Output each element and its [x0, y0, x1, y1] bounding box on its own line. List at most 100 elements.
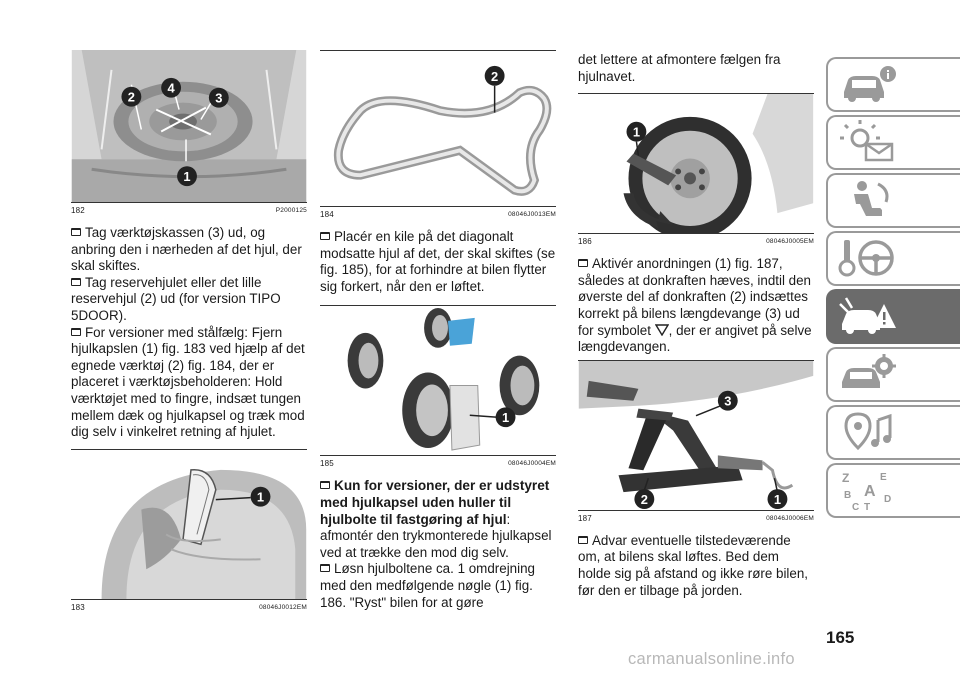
step-paragraph: Aktivér anordningen (1) fig. 187, sålede…: [578, 256, 812, 355]
figure-divider: [320, 50, 556, 51]
svg-text:2: 2: [128, 90, 135, 105]
continued-paragraph: det lettere at afmontere fælgen fra hjul…: [578, 52, 781, 84]
tab-index[interactable]: Z E A B C T D: [826, 463, 960, 518]
key-steering-wheel-icon: [838, 240, 894, 277]
section-heading: Kun for versioner, der er udstyret med h…: [320, 478, 550, 527]
figure-186-caption: 186 08046J0005EM: [578, 237, 814, 246]
step-box-icon: [320, 564, 330, 573]
loosen-bolts-illustration: 1: [578, 94, 814, 234]
svg-text:2: 2: [491, 69, 498, 84]
navigation-music-icon: [844, 412, 892, 451]
figure-182-caption: 182 P2000125: [71, 206, 307, 215]
figure-number: 184: [320, 210, 334, 219]
figure-182-trunk-spare-wheel: 2 4 3 1: [71, 50, 307, 203]
callout-1: 1: [177, 166, 197, 187]
figure-185-caption: 185 08046J0004EM: [320, 459, 556, 468]
figure-divider: [578, 93, 814, 95]
column-1: 2 4 3 1 182 P2000125 Tag værktøjskassen …: [71, 50, 307, 622]
section-heading-paragraph: Kun for versioner, der er udstyret med h…: [320, 478, 552, 560]
tab-maintenance[interactable]: [826, 347, 960, 402]
svg-text:1: 1: [257, 489, 264, 504]
step-box-icon: [578, 259, 588, 268]
callout-1: 1: [495, 407, 516, 428]
scissor-jack-illustration: 3 2 1: [578, 360, 814, 510]
jack-point-triangle-icon: [654, 323, 669, 336]
svg-text:1: 1: [774, 492, 781, 507]
figure-code: 08046J0012EM: [259, 603, 307, 611]
step-paragraph: Tag værktøjskassen (3) ud, og anbring de…: [71, 225, 302, 274]
svg-text:4: 4: [168, 81, 176, 96]
svg-text:3: 3: [724, 393, 731, 408]
step-paragraph: Placér en kile på det diagonalt modsatte…: [320, 229, 556, 294]
wheel-front-left: [402, 372, 481, 451]
figure-divider: [320, 305, 556, 307]
figure-number: 185: [320, 459, 334, 469]
column-2: 2 184 08046J0013EM Placér en kile på det…: [320, 50, 556, 611]
figure-187-caption: 187 08046J0006EM: [578, 514, 814, 523]
lights-message-icon: [840, 120, 894, 162]
svg-text:3: 3: [215, 91, 222, 106]
step-paragraph: Løsn hjulboltene ca. 1 omdrejning med de…: [320, 561, 535, 610]
chapter-sidebar: Z E A B C T D: [826, 57, 960, 521]
car-warning-triangle-icon: [839, 297, 896, 335]
callout-1: 1: [250, 486, 271, 507]
step-box-icon: [320, 481, 330, 490]
step-paragraph: Tag reservehjulet eller det lille reserv…: [71, 274, 281, 323]
figure-code: 08046J0013EM: [508, 211, 556, 218]
page-number: 165: [826, 628, 855, 647]
trunk-illustration: 2 4 3 1: [71, 50, 307, 202]
index-letter: Z: [842, 471, 849, 485]
step-box-icon: [71, 327, 81, 336]
step-box-icon: [71, 228, 81, 236]
tab-seat-airbag[interactable]: [826, 173, 960, 228]
wheel-rear-right: [424, 308, 475, 349]
callout-2: 2: [634, 488, 655, 509]
figure-186-loosen-bolts: 1: [578, 94, 814, 235]
tab-key-steering[interactable]: [826, 231, 960, 286]
tab-breakdown[interactable]: [826, 289, 960, 344]
watermark: carmanualsonline.info: [628, 650, 795, 668]
seat-airbag-icon: [854, 181, 889, 217]
tab-multimedia[interactable]: [826, 405, 960, 460]
figure-183-caption: 183 08046J0012EM: [71, 603, 307, 612]
index-letter: C: [852, 502, 859, 512]
figure-187-scissor-jack: 3 2 1: [578, 360, 814, 511]
svg-text:2: 2: [641, 492, 648, 507]
hubcap-illustration: 1: [71, 449, 307, 599]
callout-1: 1: [767, 488, 788, 509]
figure-184-caption: 184 08046J0013EM: [320, 210, 556, 219]
index-letter: E: [880, 472, 887, 483]
index-letter: T: [864, 502, 870, 512]
callout-2: 2: [121, 86, 142, 107]
svg-text:1: 1: [502, 411, 509, 426]
hook-tool-illustration: 2: [320, 51, 556, 206]
wheel-rear-left: [347, 333, 384, 389]
step-paragraph: Advar eventuelle tilstedeværende om, at …: [578, 532, 809, 598]
figure-number: 183: [71, 602, 85, 612]
wheel-chock-illustration: 1: [320, 306, 556, 456]
tab-lights-message[interactable]: [826, 115, 960, 170]
car-gear-icon: [842, 354, 896, 389]
index-letter: D: [884, 494, 891, 505]
svg-text:1: 1: [183, 169, 190, 184]
callout-3: 3: [208, 87, 229, 108]
callout-1: 1: [626, 121, 647, 142]
figure-code: 08046J0006EM: [766, 514, 814, 522]
svg-text:1: 1: [633, 125, 640, 140]
callout-3: 3: [717, 390, 738, 411]
alphabet-index-icon: Z E A B C T D: [842, 471, 891, 512]
tab-car-info[interactable]: [826, 57, 960, 112]
car-info-icon: [844, 66, 896, 103]
step-box-icon: [71, 277, 81, 286]
figure-183-hubcap: 1: [71, 449, 307, 600]
figure-divider: [71, 448, 307, 450]
wheel-front-right: [499, 356, 540, 416]
column-3: det lettere at afmontere fælgen fra hjul…: [578, 52, 814, 599]
figure-number: 182: [71, 206, 85, 215]
index-letter: A: [864, 483, 876, 500]
figure-code: 08046J0004EM: [508, 460, 556, 468]
figure-number: 187: [578, 513, 592, 523]
figure-divider: [578, 359, 814, 361]
callout-2: 2: [484, 65, 505, 86]
figure-number: 186: [578, 237, 592, 247]
